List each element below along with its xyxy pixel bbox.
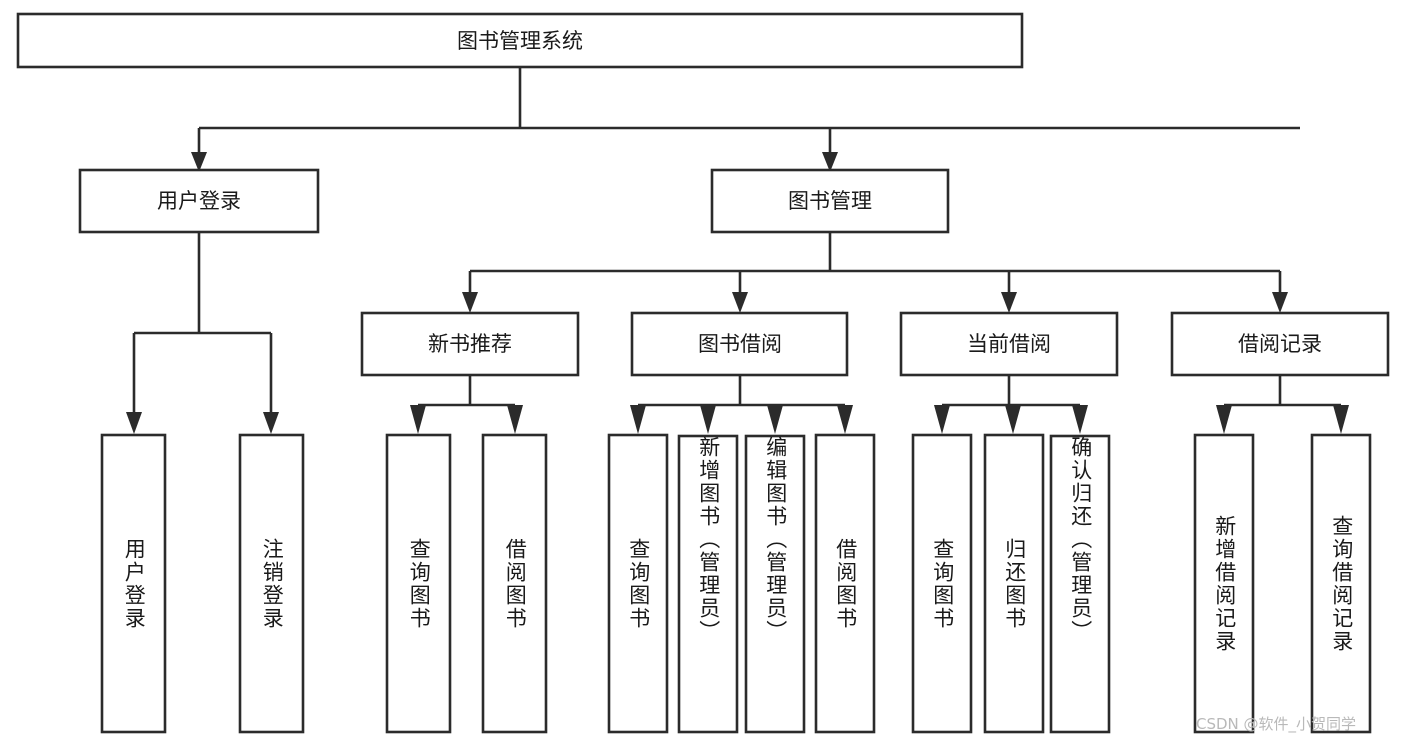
arrow-new-book-rec-l1-icon (410, 405, 426, 434)
arrow-borrow-records-l1-icon (1216, 405, 1232, 434)
label-user-login: 用户登录 (157, 189, 241, 213)
arrow-to-new-book-rec-icon (462, 292, 478, 313)
arrow-book-borrow-l1-icon (630, 405, 646, 434)
leaf-search-borrow-record[interactable] (1310, 433, 1372, 734)
arrow-borrow-records-l2-icon (1333, 405, 1349, 434)
leaf-add-book-admin[interactable] (677, 434, 739, 734)
label-book-borrowing: 图书借阅 (698, 332, 782, 356)
leaf-return-books[interactable] (983, 433, 1045, 734)
leaf-user-login[interactable] (100, 433, 167, 734)
arrow-user-login-leaf1-icon (126, 412, 142, 434)
arrow-to-book-borrow-icon (732, 292, 748, 313)
arrow-book-borrow-l3-icon (767, 405, 783, 434)
node-new-book-recommendation[interactable] (360, 311, 580, 377)
arrow-user-login-leaf2-icon (263, 412, 279, 434)
leaf-add-borrow-record[interactable] (1193, 433, 1255, 734)
node-borrowing-records[interactable] (1170, 311, 1390, 377)
node-book-borrowing[interactable] (630, 311, 849, 377)
leaf-search-books-borrow[interactable] (607, 433, 669, 734)
arrow-book-borrow-l4-icon (837, 405, 853, 434)
arrow-new-book-rec-l2-icon (507, 405, 523, 434)
leaf-search-books-rec[interactable] (385, 433, 452, 734)
node-book-management[interactable] (710, 168, 950, 234)
arrow-book-borrow-l2-icon (700, 405, 716, 434)
arrow-current-borrow-l1-icon (934, 405, 950, 434)
node-book-management-system[interactable] (16, 12, 1024, 69)
leaf-confirm-return-admin[interactable] (1049, 434, 1111, 734)
leaf-borrow-books[interactable] (814, 433, 876, 734)
leaf-borrow-books-rec[interactable] (481, 433, 548, 734)
arrow-current-borrow-l3-icon (1072, 405, 1088, 434)
label-borrowing-records: 借阅记录 (1238, 332, 1322, 356)
label-book-management-system: 图书管理系统 (457, 29, 583, 53)
arrow-to-borrow-records-icon (1272, 292, 1288, 313)
node-user-login[interactable] (78, 168, 320, 234)
arrow-to-current-borrow-icon (1001, 292, 1017, 313)
arrow-current-borrow-l2-icon (1005, 405, 1021, 434)
leaf-edit-book-admin[interactable] (744, 434, 806, 734)
label-new-book-recommendation: 新书推荐 (428, 332, 512, 356)
leaf-logout[interactable] (238, 433, 305, 734)
label-book-management: 图书管理 (788, 189, 872, 213)
arrow-to-user-login-icon (191, 152, 207, 172)
label-current-borrowing: 当前借阅 (967, 332, 1051, 356)
leaf-search-books-current[interactable] (911, 433, 973, 734)
node-current-borrowing[interactable] (899, 311, 1119, 377)
arrow-to-book-management-icon (822, 152, 838, 172)
